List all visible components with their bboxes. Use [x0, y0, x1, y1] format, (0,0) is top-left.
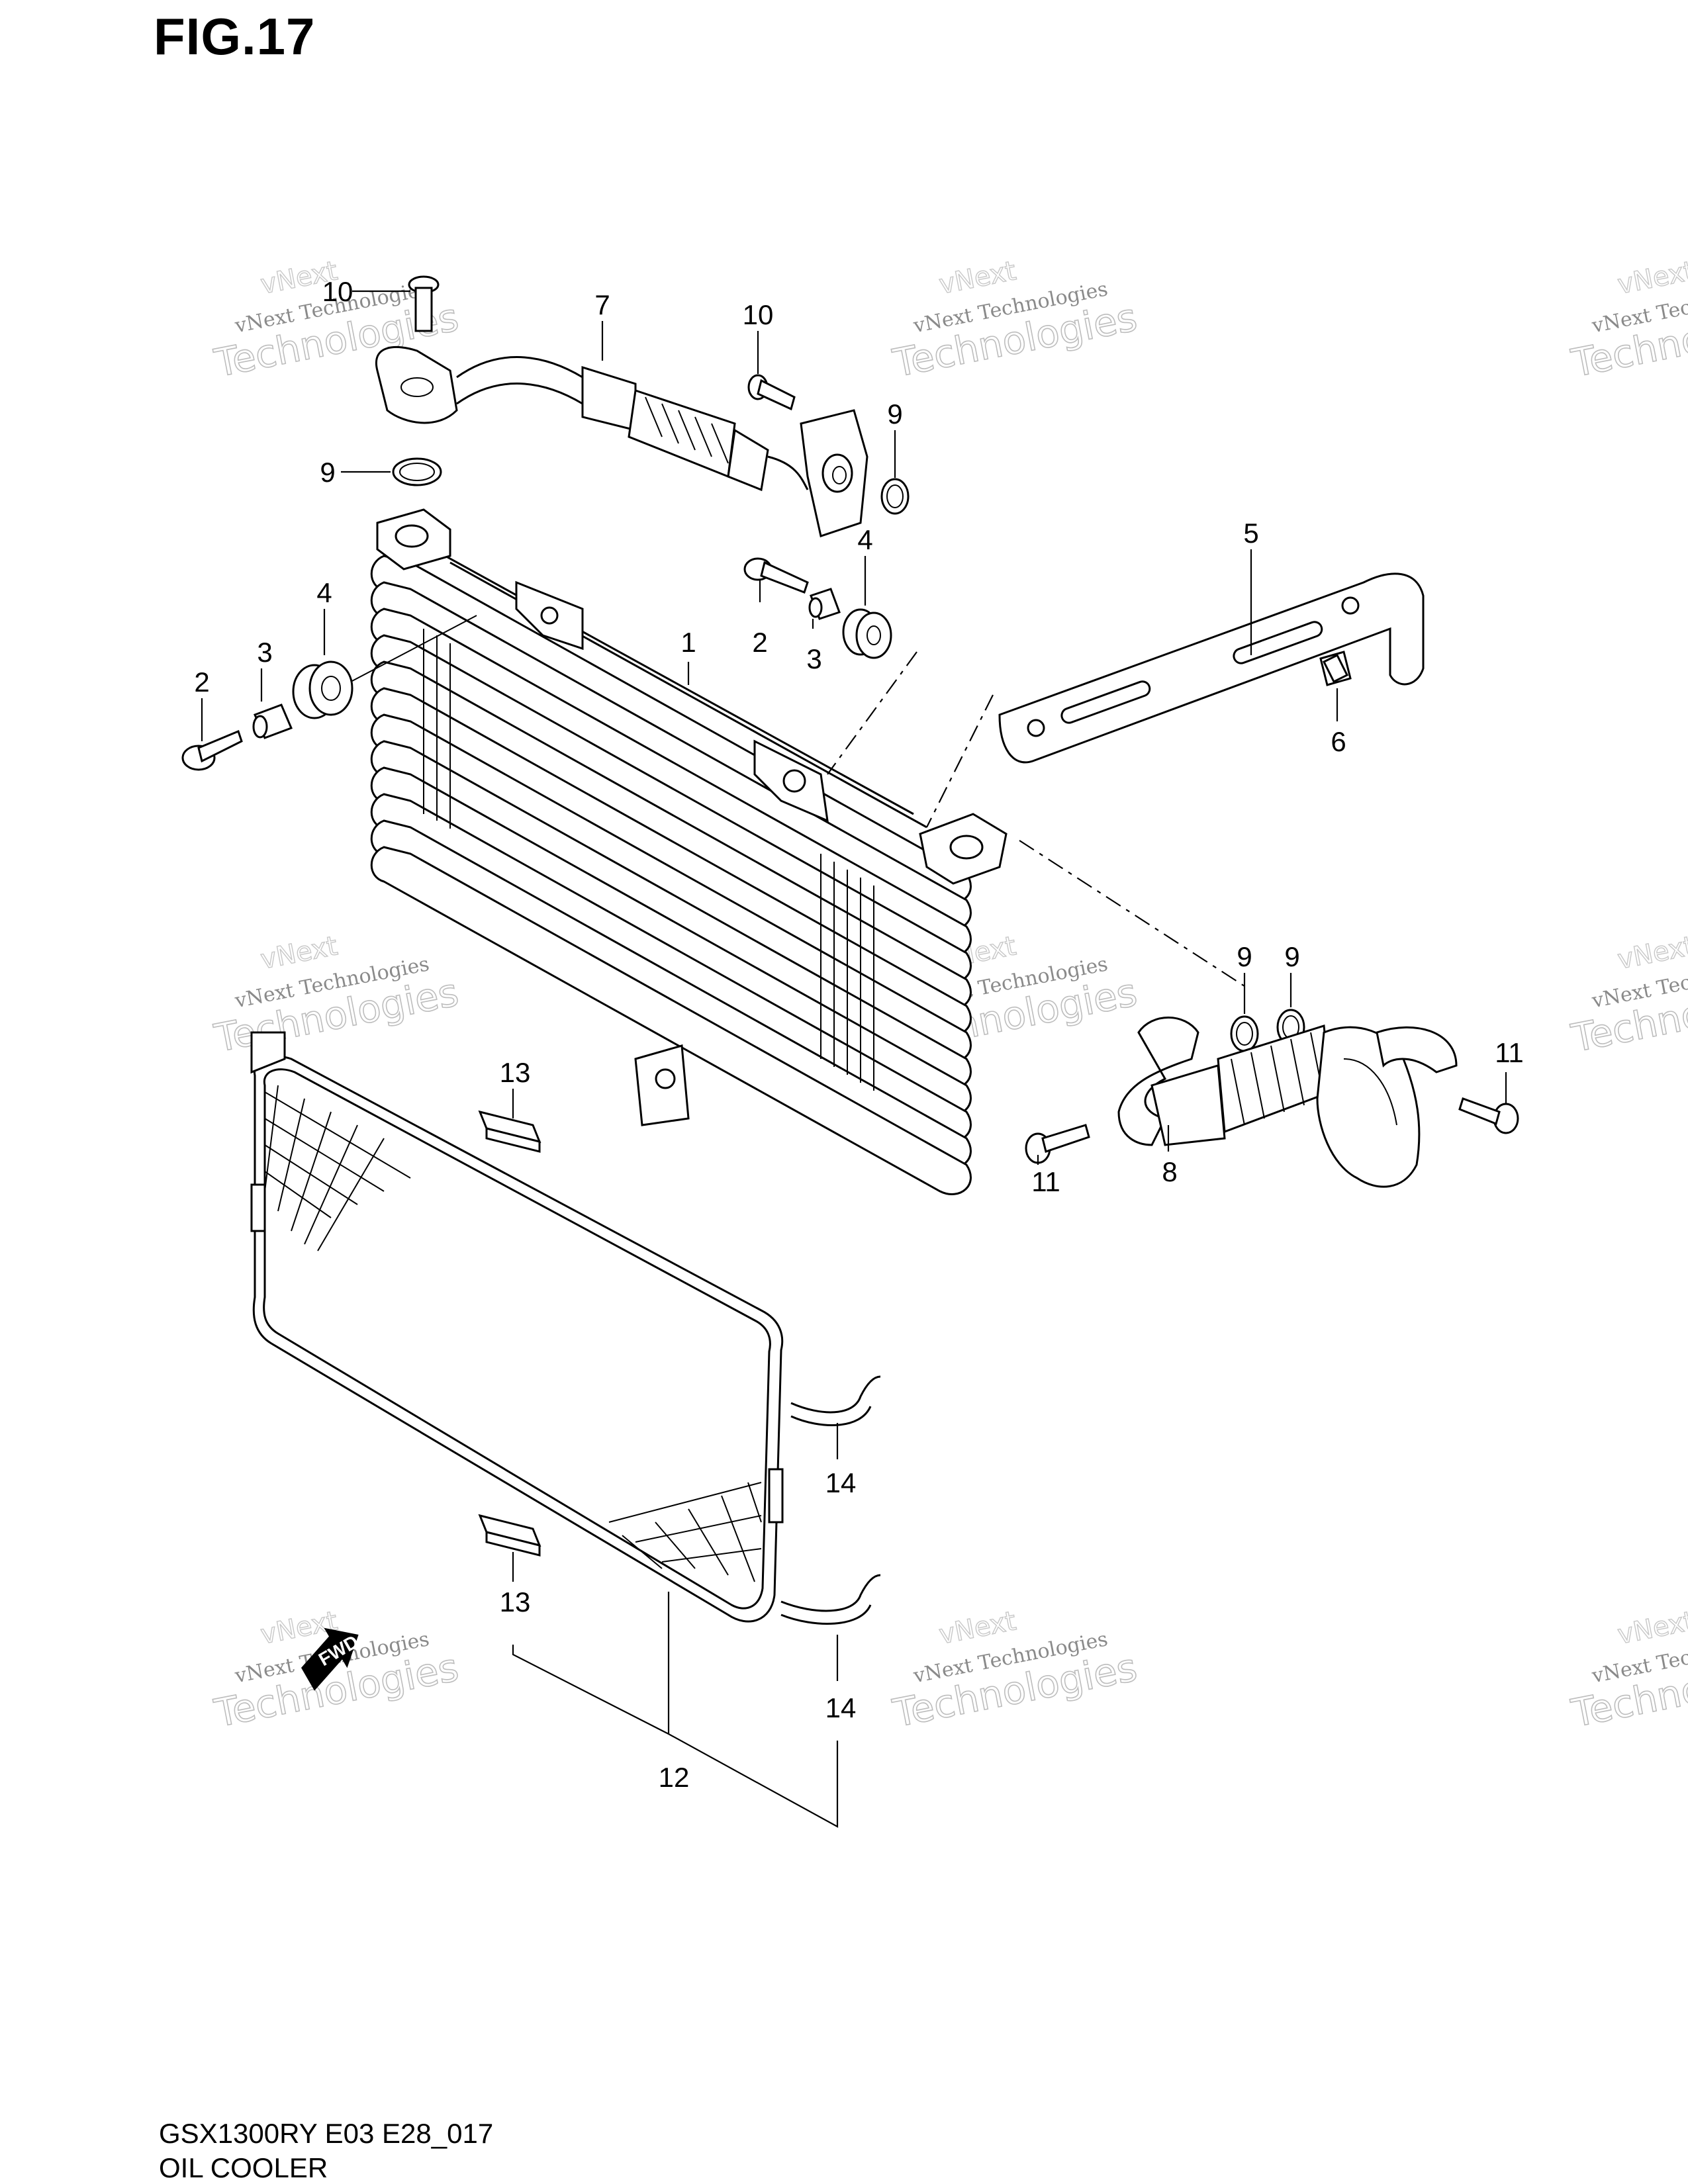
callout-11-left: 11 — [1031, 1166, 1060, 1197]
bolt-lower-right — [1458, 1097, 1519, 1134]
oil-cooler-core — [370, 508, 1008, 1195]
callout-numbers: 1 2 2 3 3 4 4 5 6 7 8 9 9 9 9 10 10 11 1… — [194, 276, 1523, 1793]
callout-4-right: 4 — [857, 524, 872, 555]
bolt-right — [743, 557, 809, 594]
callout-11-right: 11 — [1495, 1037, 1524, 1068]
bolt-top-center — [747, 374, 796, 411]
hose-braid-lower — [1231, 1032, 1325, 1126]
leader-lines — [201, 290, 1507, 1828]
bolt-top-left — [408, 275, 440, 332]
figure-title: FIG.17 — [154, 7, 316, 66]
oil-hose-upper — [375, 346, 868, 537]
watermark-mid-right: vNext vNext Technologies Technologies — [1567, 931, 1688, 1062]
o-ring-upper-right — [880, 478, 910, 515]
callout-1: 1 — [680, 627, 696, 658]
callout-3-right: 3 — [806, 643, 821, 674]
svg-text:vNext: vNext — [258, 931, 340, 975]
cooler-guard — [250, 1031, 784, 1623]
callout-14-upper: 14 — [825, 1467, 857, 1498]
svg-text:vNext: vNext — [1615, 1606, 1688, 1650]
callout-9-lower-2: 9 — [1284, 941, 1299, 972]
callout-3-left: 3 — [257, 637, 272, 668]
mounting-bracket — [998, 572, 1425, 764]
callout-14-lower: 14 — [825, 1692, 857, 1723]
callout-10-left: 10 — [322, 276, 353, 307]
watermark-top-center: vNext vNext Technologies Technologies — [888, 255, 1141, 387]
cooler-fins — [423, 629, 874, 1091]
svg-text:vNext: vNext — [1615, 255, 1688, 300]
watermark-bottom-center: vNext vNext Technologies Technologies — [888, 1606, 1141, 1737]
bolt-lower-left — [1025, 1124, 1090, 1164]
grommet-right — [842, 608, 892, 659]
svg-text:vNext: vNext — [1615, 931, 1688, 975]
figure-name-label: OIL COOLER — [159, 2152, 328, 2183]
callout-7: 7 — [594, 289, 610, 320]
bracket-bolt — [1319, 651, 1352, 686]
callout-6: 6 — [1331, 726, 1346, 757]
callout-9-lower-1: 9 — [1237, 941, 1252, 972]
watermark-top-right: vNext vNext Technologies Technologies — [1567, 255, 1688, 387]
callout-13-upper: 13 — [500, 1057, 531, 1088]
callout-9-left: 9 — [320, 457, 335, 488]
svg-text:vNext: vNext — [937, 255, 1018, 300]
guard-protector-upper — [478, 1110, 541, 1153]
spacer-right — [808, 588, 841, 620]
callout-2-right: 2 — [752, 627, 767, 658]
callout-13-lower: 13 — [500, 1586, 531, 1617]
callout-12: 12 — [659, 1762, 690, 1793]
bolt-left — [181, 729, 243, 771]
guard-mesh-right — [608, 1482, 762, 1582]
callout-9-right: 9 — [887, 398, 902, 430]
watermark-bottom-right: vNext vNext Technologies Technologies — [1567, 1606, 1688, 1737]
watermark-mid-left: vNext vNext Technologies Technologies — [210, 931, 462, 1062]
guard-mesh-left — [264, 1085, 411, 1251]
o-ring-lower-1 — [1230, 1015, 1259, 1052]
guard-protector-lower — [478, 1514, 541, 1557]
hose-braid-upper — [645, 396, 729, 464]
model-code-label: GSX1300RY E03 E28_017 — [159, 2118, 494, 2149]
guard-clamp-upper — [790, 1375, 881, 1426]
oil-hose-lower — [1117, 1017, 1458, 1188]
callout-2-left: 2 — [194, 666, 209, 698]
guard-clamp-lower — [780, 1574, 881, 1625]
callout-4-left: 4 — [316, 577, 332, 608]
callout-5: 5 — [1243, 518, 1258, 549]
callout-8: 8 — [1162, 1156, 1177, 1187]
grommet-left — [292, 660, 353, 719]
callout-10-center: 10 — [743, 299, 774, 330]
svg-text:vNext: vNext — [937, 1606, 1018, 1650]
spacer-left — [252, 704, 293, 739]
